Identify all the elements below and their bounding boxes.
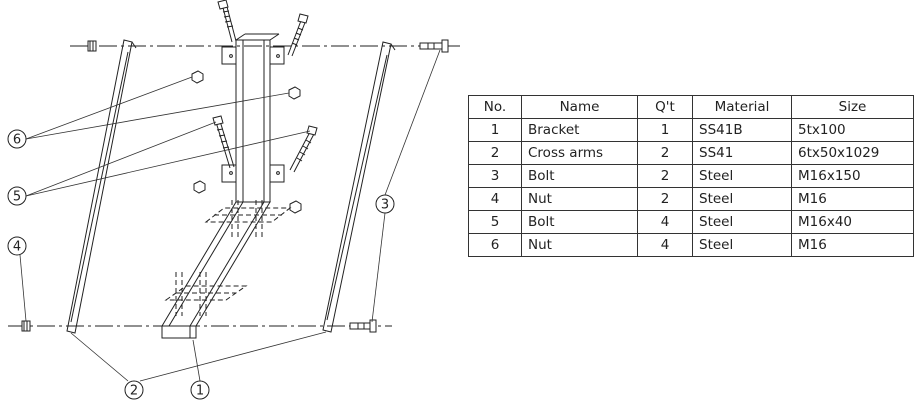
bom-header-name: Name: [521, 95, 638, 119]
bom-cell-name: Cross arms: [521, 141, 638, 165]
bom-cell-size: 5tx100: [791, 118, 914, 142]
svg-text:1: 1: [196, 384, 204, 399]
bom-cell-material: Steel: [692, 187, 792, 211]
bom-header-no: No.: [468, 95, 522, 119]
hidden-plate-upper: [204, 200, 292, 238]
bom-cell-name: Bracket: [521, 118, 638, 142]
bom-cell-size: M16x40: [791, 210, 914, 234]
bom-cell-qty: 2: [637, 164, 693, 188]
bom-cell-no: 5: [468, 210, 522, 234]
nut-end-bottom-left: [21, 320, 31, 332]
bom-cell-qty: 2: [637, 141, 693, 165]
svg-text:6: 6: [13, 133, 21, 148]
leader-lines: [19, 49, 441, 382]
bom-cell-no: 4: [468, 187, 522, 211]
bom-cell-no: 3: [468, 164, 522, 188]
bolt-top-left: [217, 0, 237, 43]
callout-3: 3: [375, 194, 395, 214]
callout-5: 5: [7, 186, 27, 206]
table-row: 1 Bracket 1 SS41B 5tx100: [468, 118, 914, 142]
table-row: 4 Nut 2 Steel M16: [468, 187, 914, 211]
bill-of-materials-table: No. Name Q't Material Size 1 Bracket 1 S…: [468, 95, 914, 257]
bom-cell-no: 2: [468, 141, 522, 165]
bom-cell-material: SS41: [692, 141, 792, 165]
bom-cell-size: M16: [791, 233, 914, 257]
nut-upper-right: [288, 86, 301, 100]
bom-cell-name: Nut: [521, 233, 638, 257]
bom-cell-qty: 1: [637, 118, 693, 142]
long-bolt-top: [419, 39, 449, 53]
bom-header-qty: Q't: [637, 95, 693, 119]
long-bolt-bottom: [349, 319, 377, 333]
bom-cell-material: Steel: [692, 164, 792, 188]
bolt-top-right: [287, 13, 309, 57]
bom-header-row: No. Name Q't Material Size: [468, 95, 914, 119]
svg-text:3: 3: [381, 198, 389, 213]
callout-1: 1: [190, 380, 210, 400]
bom-header-material: Material: [692, 95, 792, 119]
nut-end-top-left: [87, 40, 97, 52]
table-row: 5 Bolt 4 Steel M16x40: [468, 210, 914, 234]
bolt-mid-right: [289, 125, 318, 173]
bracket-leg: [161, 201, 271, 339]
table-row: 6 Nut 4 Steel M16: [468, 233, 914, 257]
svg-text:4: 4: [13, 240, 21, 255]
bom-header-size: Size: [791, 95, 914, 119]
callout-2: 2: [124, 380, 144, 400]
nut-upper-left: [191, 70, 204, 84]
table-row: 3 Bolt 2 Steel M16x150: [468, 164, 914, 188]
exploded-assembly-drawing: 6 5 4 3 2 1: [7, 0, 460, 400]
cross-arm-right: [322, 41, 396, 333]
bom-cell-size: 6tx50x1029: [791, 141, 914, 165]
nut-lower-left: [193, 180, 206, 194]
bom-cell-qty: 2: [637, 187, 693, 211]
bom-cell-name: Nut: [521, 187, 638, 211]
bom-cell-material: Steel: [692, 233, 792, 257]
bom-cell-name: Bolt: [521, 164, 638, 188]
bom-cell-size: M16x150: [791, 164, 914, 188]
nut-lower-right: [289, 200, 302, 214]
hidden-plate-lower: [164, 272, 248, 316]
svg-text:5: 5: [13, 190, 21, 205]
table-row: 2 Cross arms 2 SS41 6tx50x1029: [468, 141, 914, 165]
bolt-mid-left: [212, 115, 235, 169]
bom-cell-material: Steel: [692, 210, 792, 234]
svg-text:2: 2: [130, 384, 138, 399]
bom-cell-material: SS41B: [692, 118, 792, 142]
bom-cell-qty: 4: [637, 210, 693, 234]
bom-cell-no: 6: [468, 233, 522, 257]
bom-cell-no: 1: [468, 118, 522, 142]
bom-cell-name: Bolt: [521, 210, 638, 234]
cross-arm-left: [66, 39, 137, 334]
callout-4: 4: [7, 236, 27, 256]
bracket-post: [221, 33, 285, 203]
bom-cell-size: M16: [791, 187, 914, 211]
callout-6: 6: [7, 129, 27, 149]
bom-cell-qty: 4: [637, 233, 693, 257]
